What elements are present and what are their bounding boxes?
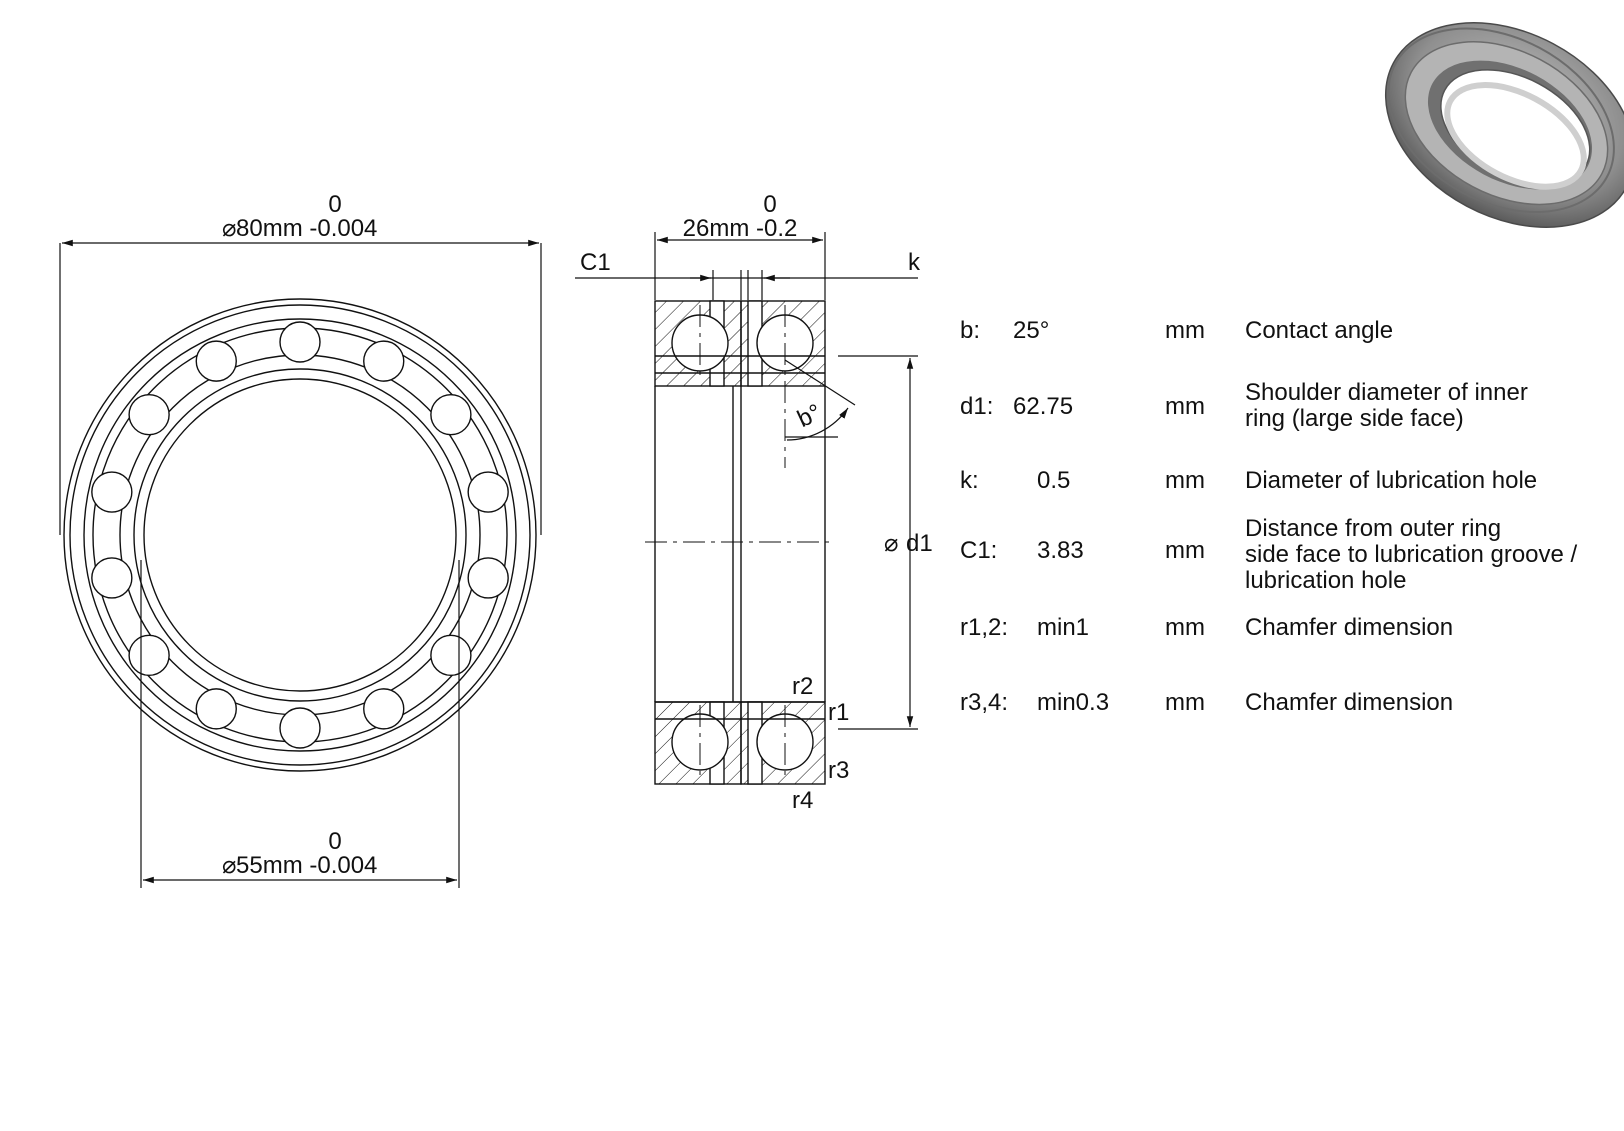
spec-unit: mm <box>1165 537 1205 564</box>
spec-key: C1: <box>960 537 998 564</box>
inner-diameter-symbol: ⌀ <box>222 852 236 879</box>
ball <box>279 707 321 749</box>
spec-description: Chamfer dimension <box>1245 689 1454 716</box>
ball <box>195 340 237 382</box>
spec-description: Distance from outer ring side face to lu… <box>1245 515 1578 594</box>
ball <box>91 557 133 599</box>
spec-key: r1,2: <box>960 614 1009 641</box>
ball <box>128 393 170 436</box>
spec-key: b: <box>960 317 981 344</box>
inner-diameter-upper-tolerance: 0 <box>328 828 341 855</box>
inner-diameter-label: 55mm -0.004 <box>236 852 377 879</box>
ball <box>430 393 472 436</box>
section-view <box>575 232 918 785</box>
r4-label: r4 <box>792 787 813 814</box>
spec-value: 25° <box>1013 317 1050 344</box>
ball <box>195 688 237 730</box>
c1-dimension-label: C1 <box>580 249 611 276</box>
d1-dimension-label: d1 <box>906 530 933 557</box>
ball <box>91 471 133 513</box>
spec-value: 62.75 <box>1013 393 1074 420</box>
spec-description: Chamfer dimension <box>1245 614 1454 641</box>
d1-diameter-symbol: ⌀ <box>884 530 898 557</box>
spec-unit: mm <box>1165 317 1205 344</box>
r3-label: r3 <box>828 757 849 784</box>
width-upper-tolerance: 0 <box>763 191 776 218</box>
spec-value: min0.3 <box>1037 689 1110 716</box>
k-dimension-label: k <box>908 249 921 276</box>
ball <box>363 340 405 382</box>
contact-angle-label: b° <box>793 399 825 433</box>
spec-key: d1: <box>960 393 994 420</box>
spec-unit: mm <box>1165 689 1205 716</box>
ball <box>363 688 405 730</box>
lower-rings <box>654 701 826 785</box>
spec-description: Contact angle <box>1245 317 1394 344</box>
front-view <box>59 239 542 888</box>
upper-rings <box>654 300 826 387</box>
spec-value: 3.83 <box>1037 537 1084 564</box>
outer-diameter-label: 80mm -0.004 <box>236 215 377 242</box>
ball <box>467 471 509 513</box>
spec-description: Shoulder diameter of inner ring (large s… <box>1245 379 1528 432</box>
ball <box>279 321 321 363</box>
ball <box>128 634 170 677</box>
spec-key: r3,4: <box>960 689 1009 716</box>
spec-unit: mm <box>1165 393 1205 420</box>
bearing-3d-render <box>1384 22 1624 228</box>
width-dimension-label: 26mm -0.2 <box>683 215 798 242</box>
r1-label: r1 <box>828 699 849 726</box>
ball <box>430 634 472 677</box>
spec-unit: mm <box>1165 614 1205 641</box>
r2-label: r2 <box>792 673 813 700</box>
ball <box>467 557 509 599</box>
spec-value: min1 <box>1037 614 1090 641</box>
spec-value: 0.5 <box>1037 467 1071 494</box>
ball-set <box>91 321 509 749</box>
spec-key: k: <box>960 467 979 494</box>
outer-diameter-symbol: ⌀ <box>222 215 236 242</box>
spec-description: Diameter of lubrication hole <box>1245 467 1538 494</box>
outer-diameter-upper-tolerance: 0 <box>328 191 341 218</box>
spec-unit: mm <box>1165 467 1205 494</box>
